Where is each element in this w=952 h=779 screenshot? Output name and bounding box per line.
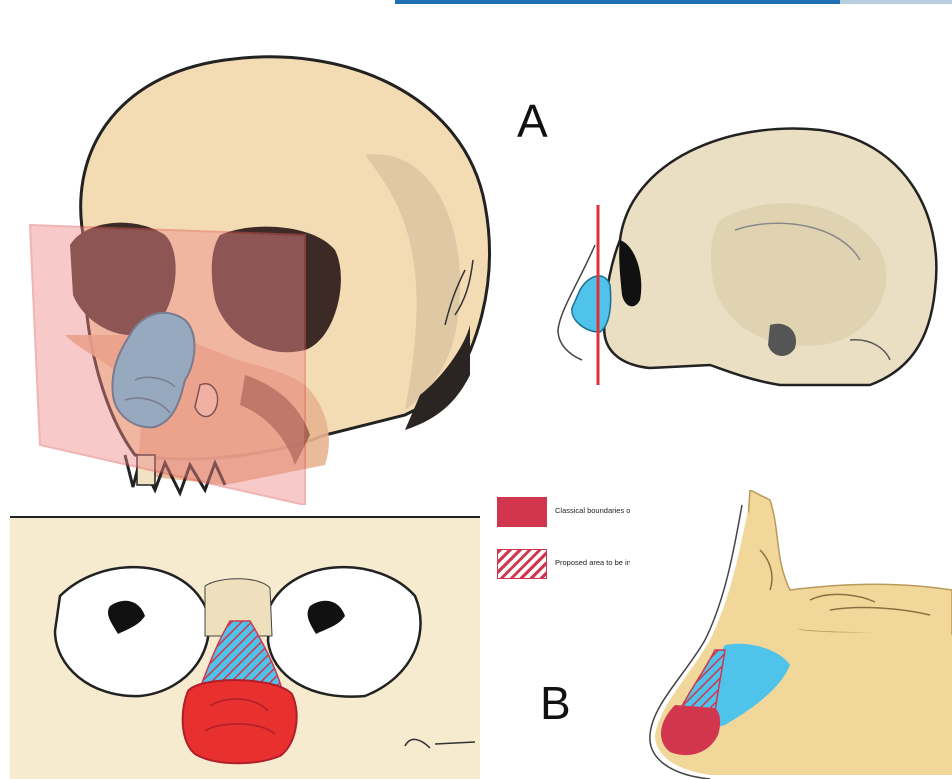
- top-accent-bar-light: [840, 0, 952, 4]
- frontal-right-orbit: [268, 567, 421, 696]
- legend-swatch-solid: [497, 497, 547, 527]
- skull-lateral-illustration: [550, 110, 950, 400]
- classical-vestibule-area: [183, 680, 297, 763]
- panel-label-b: B: [540, 680, 571, 726]
- lateral-nasal-cartilage: [572, 276, 611, 332]
- legend-swatch-hatched: [497, 549, 547, 579]
- skull-frontal-illustration: [10, 516, 490, 779]
- skull-three-quarter-illustration: [25, 35, 505, 505]
- frontal-left-orbit: [55, 567, 209, 696]
- panel-label-a: A: [517, 98, 548, 144]
- coronal-plane: [30, 225, 305, 505]
- nasal-sagittal-section: [630, 490, 952, 779]
- top-accent-bar: [395, 0, 840, 4]
